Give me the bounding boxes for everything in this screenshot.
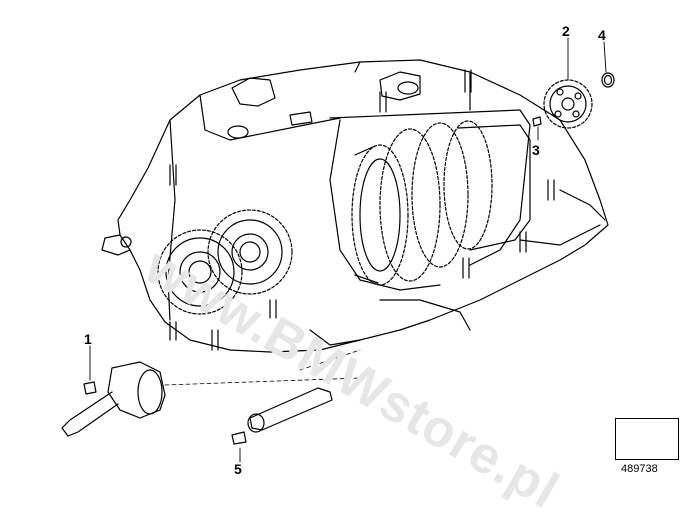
housing-studs: [169, 69, 555, 351]
callout-part-1[interactable]: 1: [84, 331, 92, 347]
reference-box: [615, 418, 679, 460]
exploded-parts-diagram: www.BMWstore.pl 1 2 3 4 5 489738: [61, 23, 679, 520]
key-part-3: [532, 116, 542, 127]
leader-lines: [89, 37, 607, 463]
main-gear-pack: [351, 120, 531, 286]
reference-number: 489738: [621, 463, 658, 475]
callout-part-2[interactable]: 2: [562, 23, 570, 39]
sensor-part-1: [61, 361, 361, 437]
callout-part-3[interactable]: 3: [532, 142, 540, 158]
gearbox-housing-drawing: [61, 37, 671, 463]
gearbox-housing: [101, 59, 609, 353]
front-gear-cluster: [157, 209, 293, 315]
circlip-part-4: [601, 72, 615, 88]
callout-part-4[interactable]: 4: [598, 27, 606, 43]
shaft-part-5: [231, 349, 361, 445]
sprocket-part-2: [543, 79, 593, 129]
callout-part-5[interactable]: 5: [234, 461, 242, 477]
